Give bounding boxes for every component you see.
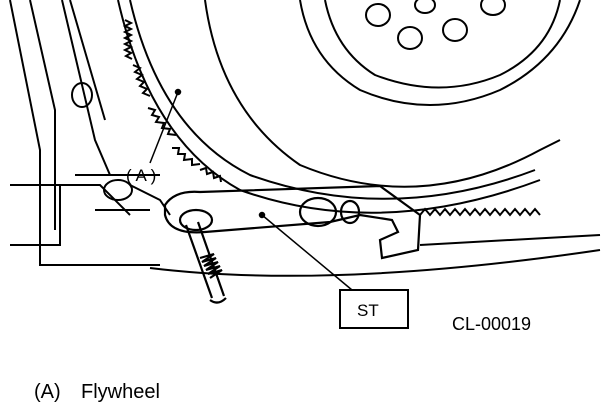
leader-line-st (261, 214, 353, 291)
leader-lines (149, 88, 353, 291)
tool-label-text: ST (357, 301, 379, 320)
leader-line-a (149, 91, 179, 164)
flywheel (117, 0, 581, 217)
special-tool (163, 184, 422, 304)
figure-code: CL-00019 (452, 314, 531, 334)
engine-housing (9, 0, 601, 277)
legend-text: Flywheel (81, 381, 160, 403)
callout-a-label: ( A ) (126, 166, 156, 185)
tool-label-box: ST (339, 289, 409, 329)
legend: (A) Flywheel (34, 381, 160, 403)
legend-key: (A) (34, 381, 61, 403)
